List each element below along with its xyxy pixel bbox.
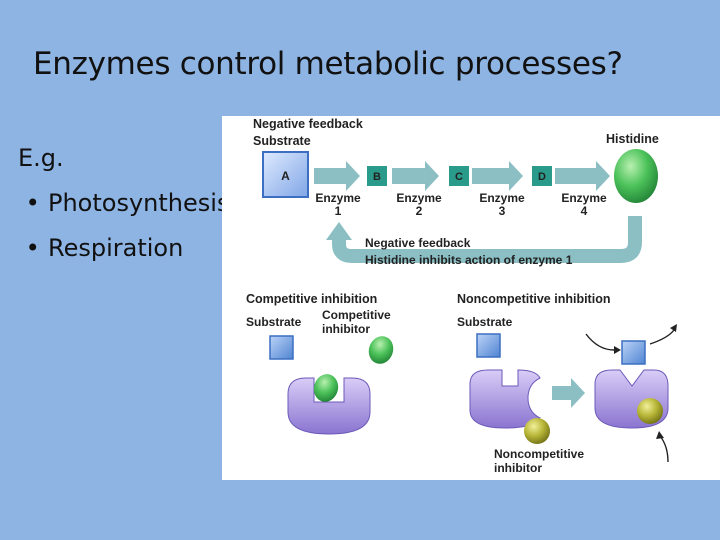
enzyme-label: Enzyme xyxy=(561,191,607,205)
bullet-item: • Photosynthesis xyxy=(18,181,230,226)
pathway-arrow xyxy=(555,161,610,191)
enzyme-number: 3 xyxy=(499,204,506,218)
pathway-arrow xyxy=(472,161,523,191)
curved-arrowhead xyxy=(614,346,621,354)
noncompetitive-inhibitor-molecule xyxy=(524,418,550,444)
feedback-arrowhead xyxy=(326,222,352,240)
chain-node-label: D xyxy=(538,171,546,183)
competitive-substrate-label: Substrate xyxy=(246,315,302,329)
noncompetitive-substrate-label: Substrate xyxy=(457,315,513,329)
bullet-label: Respiration xyxy=(48,234,184,262)
curved-arrow xyxy=(585,333,615,351)
enzyme-number: 1 xyxy=(335,204,342,218)
feedback-note-2: Histidine inhibits action of enzyme 1 xyxy=(365,253,573,267)
enzyme-label: Enzyme xyxy=(315,191,361,205)
enzyme-number: 2 xyxy=(416,204,423,218)
curved-arrow xyxy=(649,329,675,345)
bound-noncompetitive-inhibitor xyxy=(637,398,663,424)
competitive-heading: Competitive inhibition xyxy=(246,292,377,306)
competitive-inhibitor-label: Competitive xyxy=(322,308,391,322)
bound-competitive-inhibitor xyxy=(313,374,339,402)
competitive-substrate-box xyxy=(269,335,294,360)
substrate-label: Substrate xyxy=(253,134,311,148)
intermediate-d-box xyxy=(532,166,552,186)
noncompetitive-enzyme xyxy=(469,369,541,429)
noncompetitive-substrate-box xyxy=(476,333,501,358)
feedback-note-1: Negative feedback xyxy=(365,236,471,250)
bullet-label: Photosynthesis xyxy=(48,189,230,217)
conformation-arrow xyxy=(552,378,585,408)
bullet-dot: • xyxy=(18,234,40,262)
enzyme-label: Enzyme xyxy=(479,191,525,205)
noncompetitive-inhibitor-label: Noncompetitive xyxy=(494,447,584,461)
noncompetitive-heading: Noncompetitive inhibition xyxy=(457,292,610,306)
enzyme-number: 4 xyxy=(581,204,588,218)
pathway-arrow xyxy=(392,161,439,191)
negative-feedback-heading: Negative feedback xyxy=(253,117,363,131)
slide-title: Enzymes control metabolic processes? xyxy=(33,46,623,82)
chain-node-label: A xyxy=(281,169,290,183)
intermediate-c-box xyxy=(449,166,469,186)
competitive-enzyme xyxy=(287,377,371,435)
curved-arrowhead xyxy=(670,324,677,332)
curved-arrowhead xyxy=(656,431,664,439)
intro-text: E.g. xyxy=(18,144,64,172)
substrate-a-box xyxy=(262,151,309,198)
chain-node-label: B xyxy=(373,171,381,183)
competitive-inhibitor-molecule xyxy=(368,336,394,364)
competitive-inhibitor-label: inhibitor xyxy=(322,322,370,336)
figure-svg: Negative feedback Substrate Histidine A … xyxy=(246,117,677,475)
enzyme-regulation-figure: Negative feedback Substrate Histidine A … xyxy=(222,116,720,480)
pathway-arrow xyxy=(314,161,360,191)
histidine-label: Histidine xyxy=(606,132,659,146)
histidine-molecule xyxy=(614,149,658,203)
noncompetitive-inhibitor-label: inhibitor xyxy=(494,461,542,475)
chain-node-label: C xyxy=(455,171,463,183)
bullet-list: E.g. • Photosynthesis • Respiration xyxy=(18,136,229,271)
curved-arrow xyxy=(659,435,669,463)
bullet-item: • Respiration xyxy=(18,226,229,271)
enzyme-label: Enzyme xyxy=(396,191,442,205)
feedback-loop-arrow xyxy=(332,216,642,263)
excluded-substrate-box xyxy=(621,340,646,365)
intermediate-b-box xyxy=(367,166,387,186)
bullet-dot: • xyxy=(18,189,40,217)
